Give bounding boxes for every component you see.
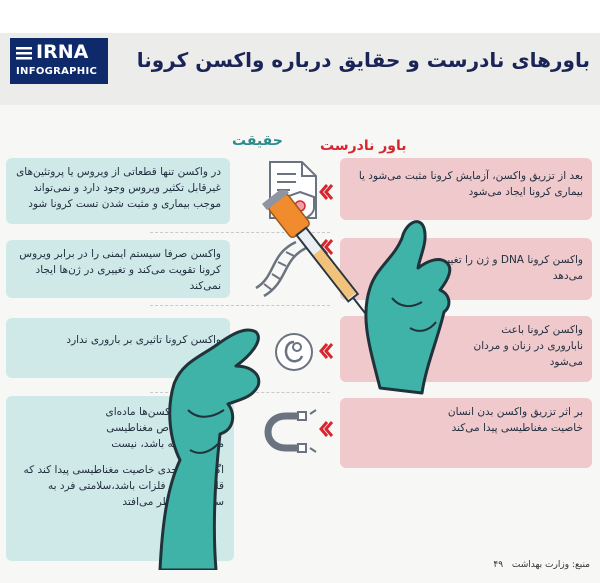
divider: [150, 232, 330, 233]
glove-right-icon: [364, 220, 452, 395]
fact-card: در واکسن تنها قطعاتی از ویروس یا پروتئین…: [6, 158, 230, 224]
source-text: منبع: وزارت بهداشت: [511, 560, 590, 570]
divider: [150, 305, 330, 306]
chevron-left-icon: [319, 343, 334, 359]
top-bar: [0, 0, 600, 33]
myth-card: بر اثر تزریق واکسن بدن انسان خاصیت مغناط…: [340, 398, 592, 468]
chevron-left-icon: [319, 184, 334, 200]
facts-label: حقیقت: [232, 133, 283, 149]
page-title: باورهای نادرست و حقایق درباره واکسن کرون…: [136, 48, 590, 72]
chevron-left-icon: [319, 421, 334, 437]
logo-text: IRNA: [36, 41, 89, 63]
page-number: ۴۹: [493, 560, 504, 570]
fact-card: واکسن کرونا تاثیری بر باروری ندارد: [6, 318, 230, 378]
source-credit: منبع: وزارت بهداشت ۴۹: [470, 560, 590, 570]
dna-icon: [255, 240, 307, 298]
fact-card: واکسن صرفا سیستم ایمنی را در برابر ویروس…: [6, 240, 230, 298]
myth-card: بعد از تزریق واکسن، آزمایش کرونا مثبت می…: [340, 158, 592, 220]
magnet-icon: [264, 409, 317, 453]
glove-left-icon: [158, 328, 261, 570]
myths-label: باور نادرست: [320, 138, 407, 154]
syringe-icon: [261, 190, 374, 324]
logo-subtext: INFOGRAPHIC: [16, 66, 98, 77]
fetus-icon: [275, 333, 313, 371]
irna-logo: IRNA INFOGRAPHIC: [10, 38, 108, 84]
logo-mark-icon: [16, 47, 32, 60]
